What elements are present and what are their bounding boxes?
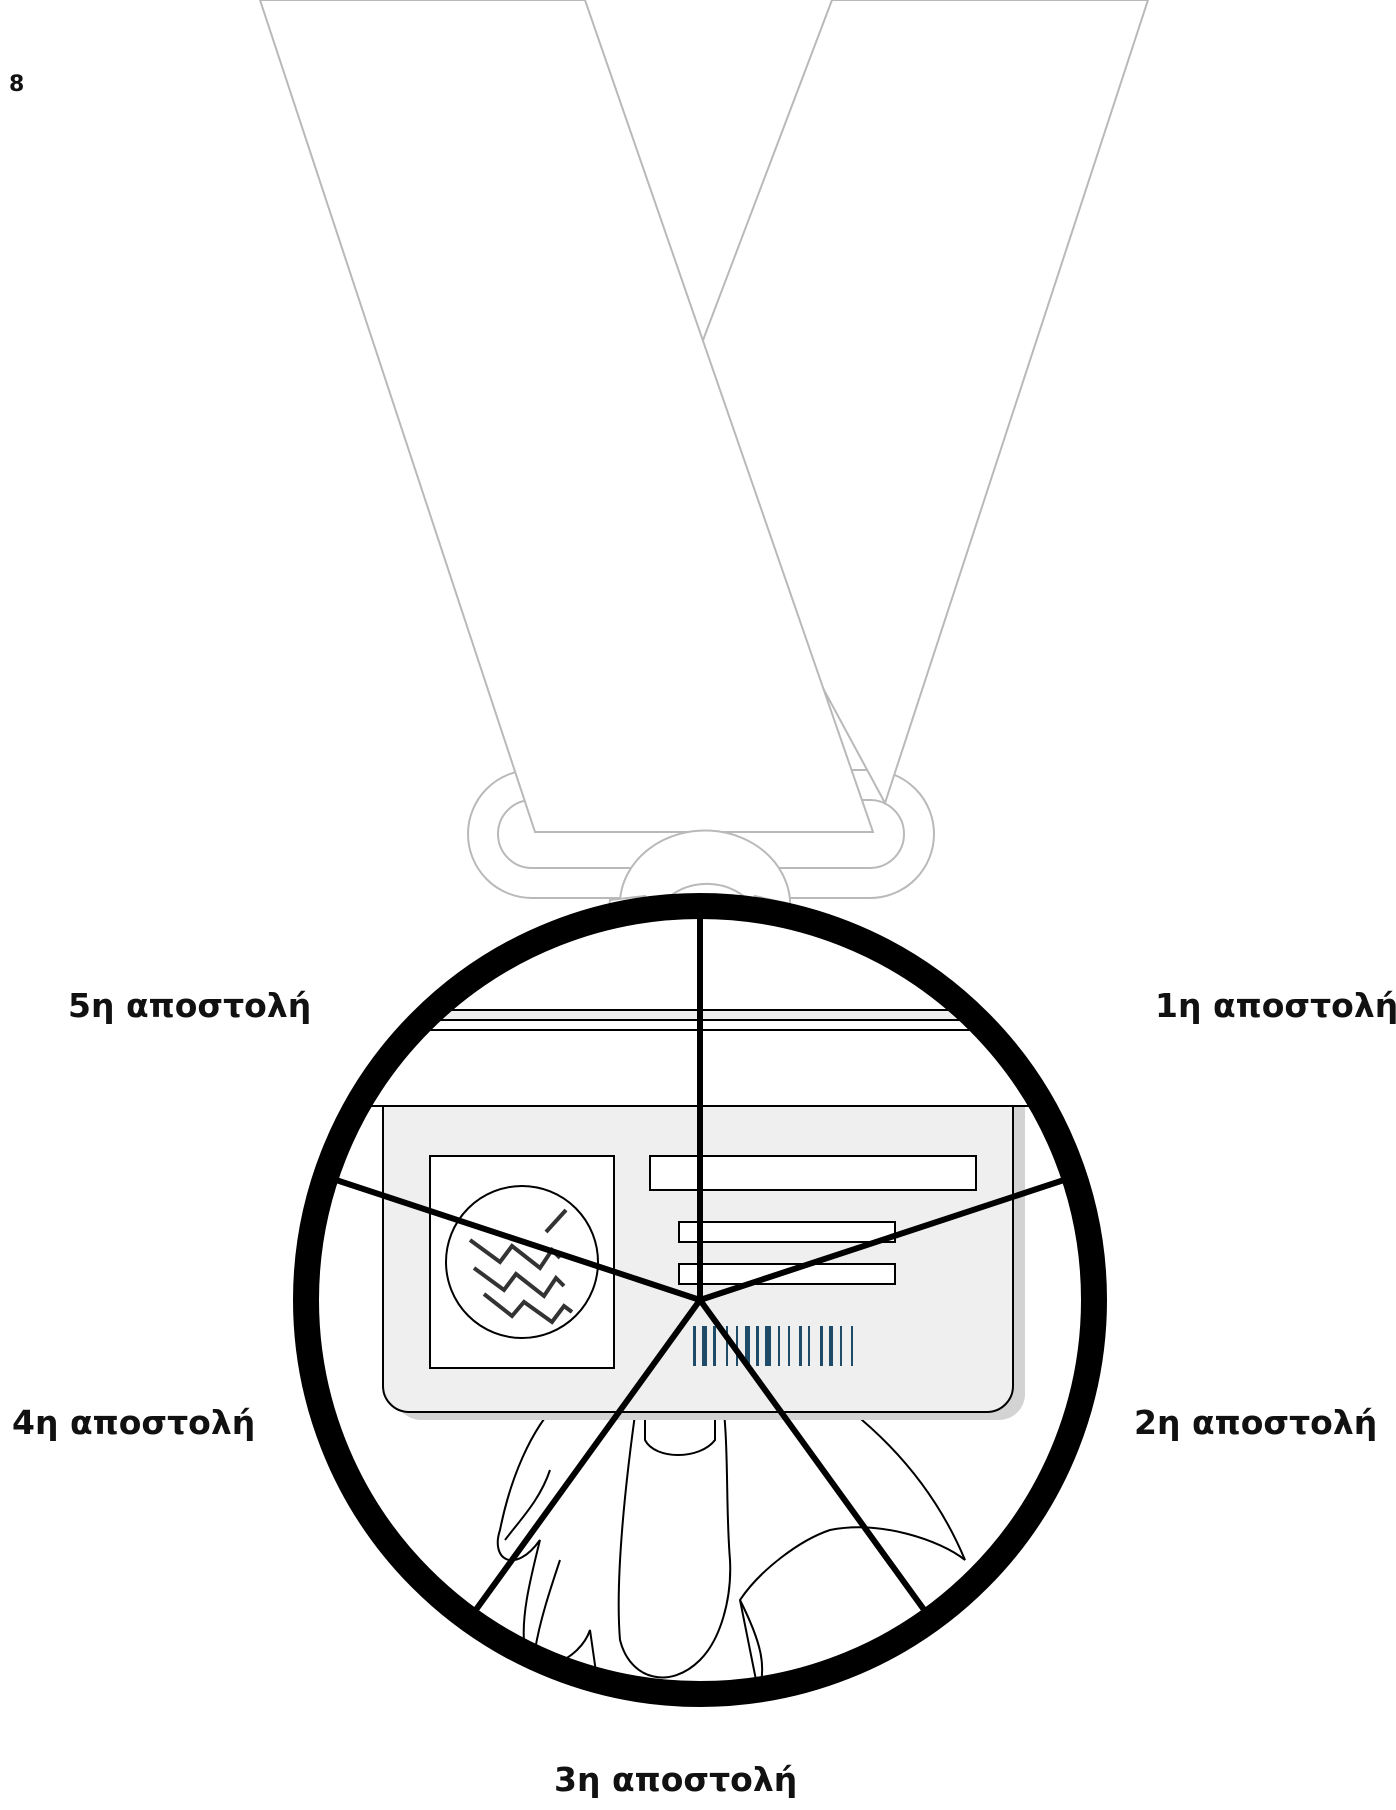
mission-label-4: 4η αποστολή xyxy=(12,1403,255,1442)
ribbon-icon xyxy=(260,0,1148,922)
mission-label-1: 1η αποστολή xyxy=(1155,986,1396,1025)
mission-label-2: 2η αποστολή xyxy=(1134,1403,1377,1442)
mission-label-3: 3η αποστολή xyxy=(554,1760,797,1799)
mission-label-5: 5η αποστολή xyxy=(68,986,311,1025)
